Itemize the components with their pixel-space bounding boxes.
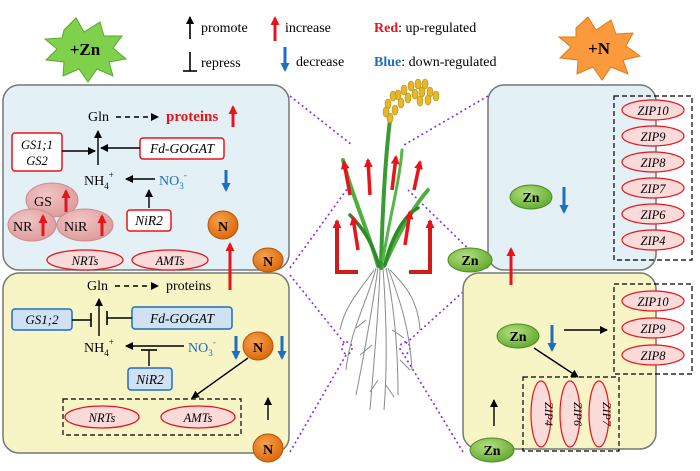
tl-nir: NiR — [64, 220, 88, 235]
tr-zip-3: ZIP7 — [641, 182, 667, 196]
br-vertical-zip-group — [522, 376, 620, 452]
tr-zip-2: ZIP8 — [641, 156, 667, 170]
br-zip-list: ZIP10 ZIP9 ZIP8 — [621, 290, 685, 366]
svg-text:AMTs: AMTs — [183, 411, 213, 425]
br-vzip-1: ZIP6 — [571, 402, 585, 426]
tl-no3: NO3- — [159, 170, 187, 191]
tl-nr: NR — [13, 220, 33, 235]
zn-badge-label: +Zn — [70, 40, 101, 59]
bl-no3: NO3- — [188, 337, 216, 358]
br-vzip-2: ZIP7 — [600, 402, 614, 427]
external-zn-bottom-label: Zn — [483, 444, 500, 459]
bl-n-ion — [242, 331, 274, 361]
bl-nir2: NiR2 — [135, 372, 164, 387]
br-zn-ion — [496, 323, 540, 349]
bl-proteins: proteins — [166, 279, 211, 294]
legend-repress: repress — [201, 56, 241, 71]
br-vzip-0: ZIP4 — [542, 402, 556, 426]
zn-badge: +Zn — [43, 17, 128, 83]
tl-amts-transporter — [131, 249, 209, 271]
n-star-icon — [557, 16, 642, 81]
svg-text:NRTs: NRTs — [71, 254, 99, 268]
bl-amts-transporter — [160, 405, 236, 429]
bottom-left-cell: Gln proteins GS1;2 Fd-GOGAT NH4+ NO3- Ni… — [2, 242, 290, 454]
top-left-cell-bg — [2, 84, 290, 271]
bl-gln: Gln — [87, 279, 108, 294]
tl-gs2: GS2 — [26, 154, 48, 168]
legend-red-desc: : up-regulated — [398, 21, 476, 36]
zn-star-icon — [43, 17, 128, 83]
tl-gs-box — [11, 132, 63, 172]
external-n-ion-bottom — [252, 433, 284, 463]
tl-proteins: proteins — [166, 109, 218, 125]
tl-fdgogat: Fd-GOGAT — [149, 141, 215, 156]
br-vertical-zip-list: ZIP4 ZIP6 ZIP7 — [530, 380, 614, 448]
bl-nh4: NH4+ — [84, 337, 114, 358]
bl-gs12: GS1;2 — [25, 312, 59, 327]
tr-zip-group — [613, 95, 693, 261]
tl-n-ion — [207, 210, 239, 240]
external-zn-top-label: Zn — [461, 254, 478, 269]
legend-blue-line: Blue: down-regulated — [374, 55, 496, 70]
top-left-cell: Gln proteins GS1;1 GS2 Fd-GOGAT NH4+ NO3… — [2, 84, 290, 271]
external-n-ion-top — [252, 247, 284, 273]
legend: promote repress increase decrease Red: u… — [183, 16, 496, 72]
svg-text:NRTs: NRTs — [88, 411, 116, 425]
tl-nrts-transporter — [46, 249, 124, 271]
tr-zip-list: ZIP10 ZIP9 ZIP8 ZIP7 ZIP6 ZIP4 — [621, 99, 685, 251]
tr-zip-0: ZIP10 — [637, 104, 669, 118]
n-badge-label: +N — [588, 39, 611, 58]
tl-nh4: NH4+ — [84, 170, 114, 191]
tr-zip-4: ZIP6 — [641, 208, 667, 222]
external-zn-ion-bottom — [469, 437, 515, 463]
legend-blue-word: Blue — [374, 55, 401, 70]
tl-nir2: NiR2 — [134, 213, 163, 228]
legend-promote: promote — [201, 21, 248, 36]
external-n-top-label: N — [263, 255, 273, 270]
br-zip-0: ZIP10 — [637, 295, 669, 309]
external-n-bottom-label: N — [263, 443, 273, 458]
tr-zip-5: ZIP4 — [641, 234, 666, 248]
n-badge: +N — [557, 16, 642, 81]
bl-nir2-box — [127, 367, 173, 391]
top-right-cell: Zn ZIP10 ZIP9 ZIP8 ZIP7 ZIP6 ZIP4 — [487, 84, 693, 271]
legend-red-line: Red: up-regulated — [374, 21, 476, 36]
tr-zip-1: ZIP9 — [641, 130, 667, 144]
tl-gln: Gln — [88, 110, 109, 125]
tl-nir2-box — [126, 209, 172, 232]
tl-gs: GS — [34, 195, 52, 210]
left-bracket-icon — [335, 228, 358, 274]
bl-transporter-group — [62, 398, 242, 436]
bottom-left-cell-bg — [2, 272, 290, 454]
legend-red-word: Red — [374, 21, 398, 36]
legend-decrease: decrease — [296, 55, 344, 70]
legend-blue-desc: : down-regulated — [401, 55, 496, 70]
br-zip-2: ZIP8 — [641, 349, 667, 363]
right-bracket-icon — [409, 228, 432, 274]
bl-nrts-transporter — [64, 405, 140, 429]
bl-fdgogat: Fd-GOGAT — [149, 311, 215, 326]
rice-plant-icon — [332, 78, 440, 411]
external-zn-ion-top — [447, 247, 493, 273]
br-zip-group — [613, 283, 693, 375]
svg-text:Zn: Zn — [509, 330, 526, 345]
svg-text:N: N — [253, 341, 263, 356]
dotted-connectors — [289, 95, 489, 453]
tl-gs11: GS1;1 — [21, 138, 53, 152]
legend-increase: increase — [285, 21, 331, 36]
svg-text:AMTs: AMTs — [155, 254, 185, 268]
svg-text:N: N — [218, 220, 228, 235]
tr-zn-ion — [509, 184, 553, 210]
br-zip-1: ZIP9 — [641, 322, 667, 336]
svg-text:Zn: Zn — [522, 191, 539, 206]
bottom-right-cell: Zn ZIP10 ZIP9 ZIP8 ZIP4 ZIP6 ZIP7 — [462, 247, 693, 452]
